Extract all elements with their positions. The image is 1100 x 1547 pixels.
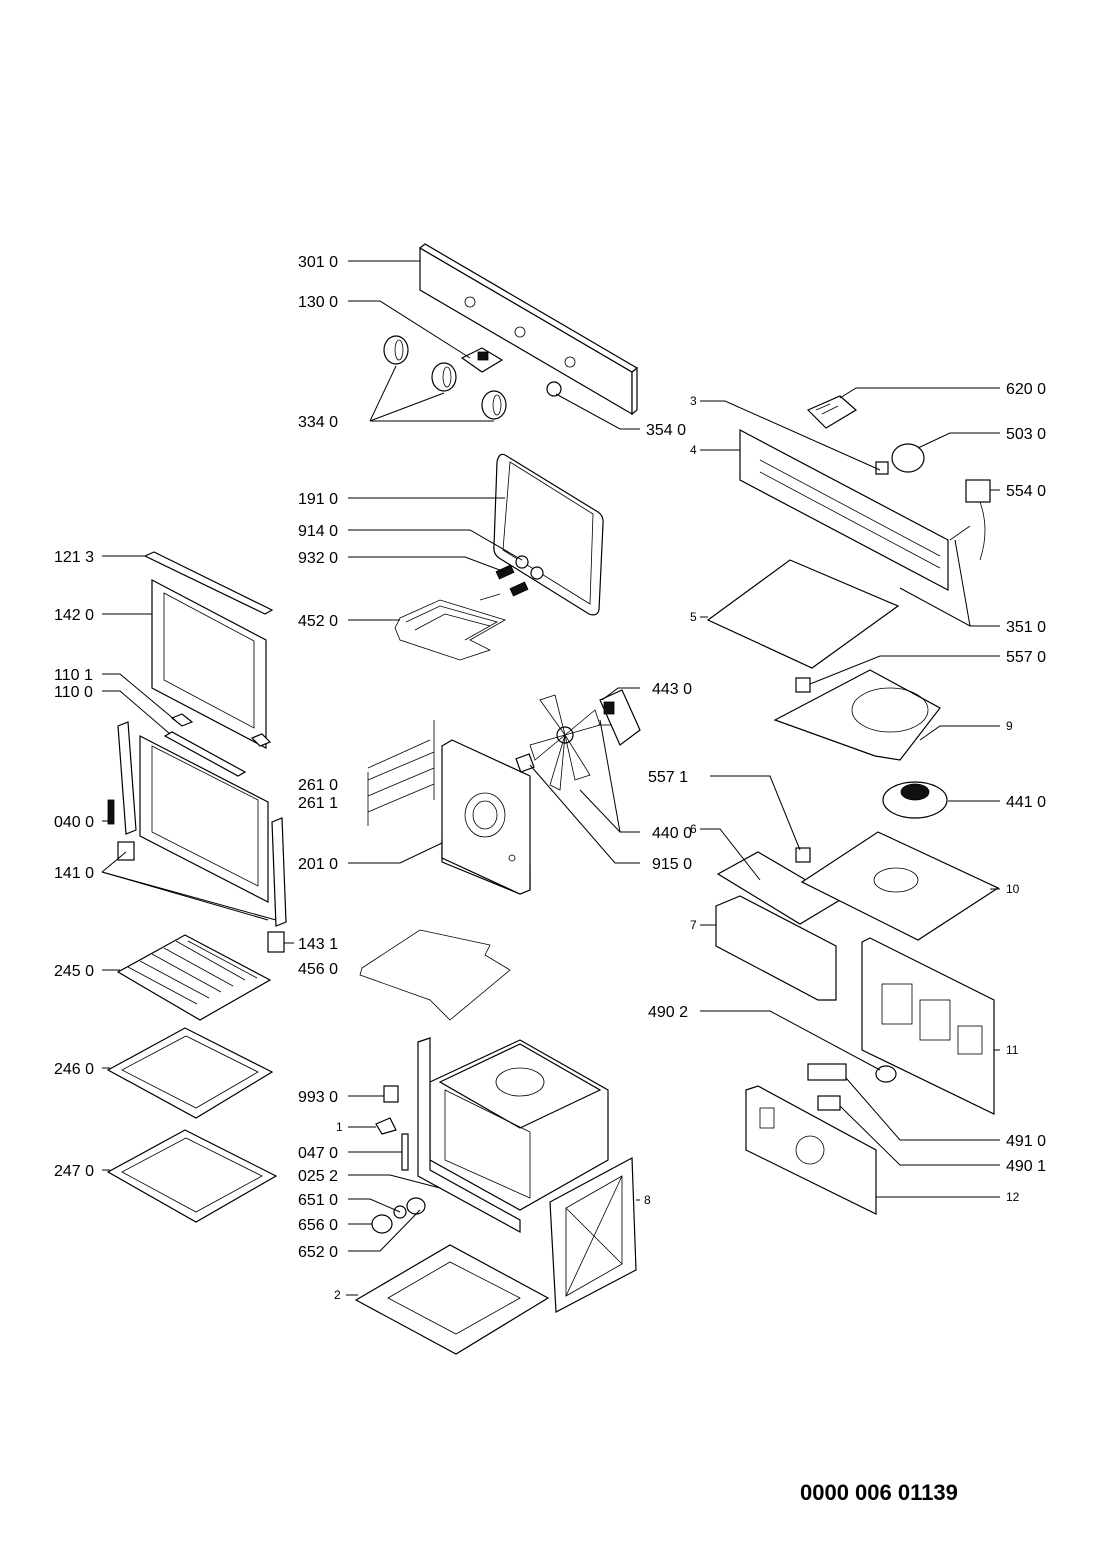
- label-490-2: 490 2: [648, 1004, 688, 1021]
- label-1: 1: [336, 1120, 343, 1134]
- label-4: 4: [690, 443, 697, 457]
- control-panel-part: [418, 243, 639, 416]
- label-142-0: 142 0: [54, 607, 94, 624]
- shield-plate-part: [706, 559, 900, 669]
- deep-tray-part: [106, 1129, 278, 1223]
- label-6: 6: [690, 822, 697, 836]
- label-301-0: 301 0: [298, 254, 338, 271]
- label-441-0: 441 0: [1006, 794, 1046, 811]
- label-557-1: 557 1: [648, 769, 688, 786]
- side-rack-part: [367, 720, 435, 826]
- leader-lines: [101, 260, 1000, 1296]
- label-261-0: 261 0: [298, 777, 338, 794]
- label-047-0: 047 0: [298, 1145, 338, 1162]
- thermostat-part: [949, 479, 991, 561]
- label-440-0: 440 0: [652, 825, 692, 842]
- connector-490-1-part: [817, 1095, 841, 1111]
- hinge-cover-part: [267, 931, 285, 953]
- label-121-3: 121 3: [54, 549, 94, 566]
- label-914-0: 914 0: [298, 523, 338, 540]
- connector-block-part: [807, 1063, 847, 1081]
- door-gasket-part: [493, 453, 604, 616]
- label-9: 9: [1006, 719, 1013, 733]
- electronics-board-part: [745, 1085, 877, 1215]
- fan-cover-part: [441, 739, 531, 895]
- label-491-0: 491 0: [1006, 1133, 1046, 1150]
- label-10: 10: [1006, 882, 1020, 896]
- inner-door-part: [107, 721, 287, 927]
- baking-tray-part: [106, 1027, 274, 1119]
- safety-thermostat-part: [795, 677, 811, 693]
- button-part: [546, 381, 562, 397]
- thermal-cutout-part: [795, 847, 811, 863]
- oven-cavity-part: [417, 1037, 609, 1234]
- label-141-0: 141 0: [54, 865, 94, 882]
- connector-490-2-part: [875, 1065, 897, 1083]
- fan-blade-part: [529, 694, 601, 791]
- label-334-0: 334 0: [298, 414, 338, 431]
- support-bracket-part: [739, 429, 949, 591]
- timer-motor-part: [875, 443, 925, 475]
- label-932-0: 932 0: [298, 550, 338, 567]
- door-top-trim-part: [143, 551, 274, 615]
- label-8: 8: [644, 1193, 651, 1207]
- label-110-1: 110 1: [54, 667, 93, 684]
- lamp-and-small-parts: [371, 1085, 426, 1234]
- cooling-fan-part: [882, 781, 948, 819]
- nut-part: [515, 753, 535, 773]
- label-191-0: 191 0: [298, 491, 338, 508]
- label-620-0: 620 0: [1006, 381, 1046, 398]
- label-443-0: 443 0: [652, 681, 692, 698]
- terminal-block-part: [806, 395, 858, 429]
- label-040-0: 040 0: [54, 814, 94, 831]
- part-labels: 301 0 130 0 334 0 354 0 191 0 914 0 932 …: [54, 254, 1046, 1302]
- label-503-0: 503 0: [1006, 426, 1046, 443]
- outer-door-glass-part: [151, 579, 267, 749]
- label-12: 12: [1006, 1190, 1020, 1204]
- bottom-panel-part: [354, 1244, 550, 1355]
- label-557-0: 557 0: [1006, 649, 1046, 666]
- knob-parts: [383, 335, 507, 420]
- label-201-0: 201 0: [298, 856, 338, 873]
- label-656-0: 656 0: [298, 1217, 338, 1234]
- label-652-0: 652 0: [298, 1244, 338, 1261]
- label-7: 7: [690, 918, 697, 932]
- label-5: 5: [690, 610, 697, 624]
- side-panel-part: [715, 895, 837, 1001]
- label-247-0: 247 0: [54, 1163, 94, 1180]
- label-130-0: 130 0: [298, 294, 338, 311]
- label-354-0: 354 0: [646, 422, 686, 439]
- label-456-0: 456 0: [298, 961, 338, 978]
- hinge-bracket-part: [170, 713, 194, 727]
- label-351-0: 351 0: [1006, 619, 1046, 636]
- label-261-1: 261 1: [298, 795, 338, 812]
- label-025-2: 025 2: [298, 1168, 338, 1185]
- terminal-parts: [495, 555, 544, 597]
- label-11: 11: [1006, 1043, 1019, 1057]
- fan-housing-part: [773, 669, 941, 761]
- top-cover-part: [800, 831, 1000, 941]
- label-110-0: 110 0: [54, 684, 93, 701]
- label-452-0: 452 0: [298, 613, 338, 630]
- front-frame-part: [549, 1157, 637, 1313]
- switch-part: [460, 347, 504, 373]
- bottom-element-part: [359, 929, 511, 1021]
- grill-element-part: [394, 593, 507, 661]
- label-143-1: 143 1: [298, 936, 338, 953]
- label-3: 3: [690, 394, 697, 408]
- rear-panel-part: [861, 937, 995, 1115]
- document-number: 0000 006 01139: [800, 1480, 958, 1505]
- label-554-0: 554 0: [1006, 483, 1046, 500]
- label-993-0: 993 0: [298, 1089, 338, 1106]
- label-490-1: 490 1: [1006, 1158, 1046, 1175]
- wire-shelf-part: [116, 934, 272, 1021]
- label-915-0: 915 0: [652, 856, 692, 873]
- label-246-0: 246 0: [54, 1061, 94, 1078]
- label-245-0: 245 0: [54, 963, 94, 980]
- label-651-0: 651 0: [298, 1192, 338, 1209]
- label-2: 2: [334, 1288, 341, 1302]
